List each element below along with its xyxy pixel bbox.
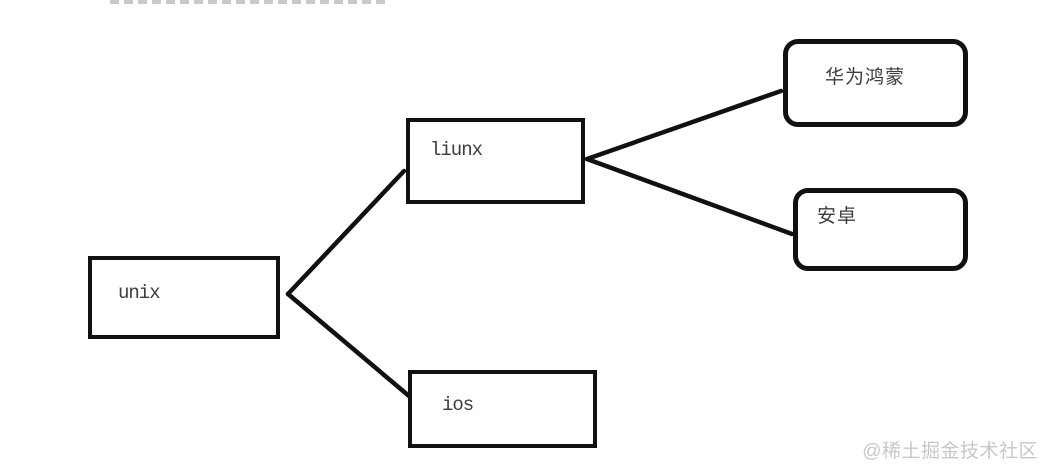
node-android: 安卓: [793, 188, 968, 271]
node-ios: ios: [408, 370, 597, 448]
edge-unix-liunx: [285, 168, 407, 297]
watermark-text: @稀土掘金技术社区: [862, 441, 1038, 462]
cropped-text-remnant: [110, 0, 388, 4]
node-harmonyos: 华为鸿蒙: [783, 39, 968, 127]
node-unix: unix: [88, 256, 280, 339]
edge-liunx-harmony: [584, 88, 784, 162]
node-unix-label: unix: [118, 281, 161, 304]
node-harmonyos-label: 华为鸿蒙: [825, 66, 906, 88]
node-android-label: 安卓: [817, 206, 858, 227]
node-liunx: liunx: [406, 118, 585, 204]
node-ios-label: ios: [442, 394, 474, 416]
edge-unix-ios: [285, 291, 412, 399]
node-liunx-label: liunx: [430, 139, 483, 161]
edge-liunx-android: [584, 156, 795, 237]
